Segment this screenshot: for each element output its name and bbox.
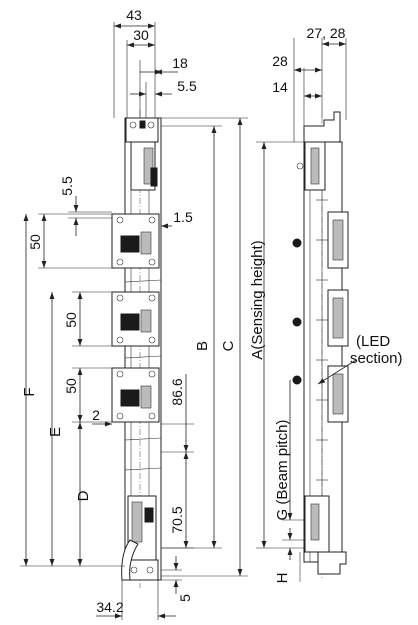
dim-28: 28: [272, 53, 288, 69]
side-bottom-cap: [299, 495, 347, 582]
dim-2: 2: [92, 407, 100, 423]
dim-70-5: 70.5: [169, 506, 185, 533]
mounting-bracket-2: [111, 291, 160, 347]
mounting-bracket-3: [111, 367, 160, 423]
side-bracket-2: [292, 289, 349, 347]
dim-30: 30: [133, 27, 149, 43]
led-label-line1: (LED: [356, 333, 390, 350]
label-b: B: [194, 341, 211, 351]
dim-14: 14: [272, 79, 288, 95]
dim-1-5: 1.5: [173, 209, 193, 225]
side-dimensions: 27, 28 28 14 A(Sensing height) G (Beam p…: [249, 25, 403, 583]
side-bracket-1: [292, 211, 349, 269]
dim-43: 43: [126, 7, 142, 23]
led-label-line2: section): [350, 350, 403, 367]
dim-86-6: 86.6: [169, 378, 185, 405]
front-view: [111, 110, 162, 588]
side-bracket-3: [292, 365, 349, 423]
top-cap: [125, 117, 159, 191]
label-f: F: [21, 387, 38, 396]
label-e: E: [47, 427, 64, 437]
side-top-cap: [296, 111, 341, 191]
dim-34-2: 34.2: [96, 599, 123, 615]
label-a: A(Sensing height): [249, 240, 266, 359]
mounting-bracket-1: [111, 213, 160, 269]
dim-5-bottom: 5: [177, 594, 193, 602]
dim-50-c: 50: [63, 378, 79, 394]
label-c: C: [220, 340, 237, 351]
dim-27-28: 27, 28: [307, 25, 346, 41]
dim-18: 18: [172, 55, 188, 71]
dim-50-a: 50: [27, 234, 43, 250]
label-d: D: [75, 490, 92, 501]
front-dimensions: 43 30 18 5.5 5.5 1.5 50 50 5: [20, 7, 248, 620]
label-g: G (Beam pitch): [274, 420, 291, 521]
dim-5-5-top: 5.5: [177, 78, 197, 94]
label-h: H: [274, 573, 291, 584]
bottom-cap: [121, 495, 159, 581]
dim-50-b: 50: [63, 312, 79, 328]
dim-5-5-side: 5.5: [59, 176, 75, 196]
cable: [121, 539, 139, 581]
side-view: [292, 111, 349, 582]
